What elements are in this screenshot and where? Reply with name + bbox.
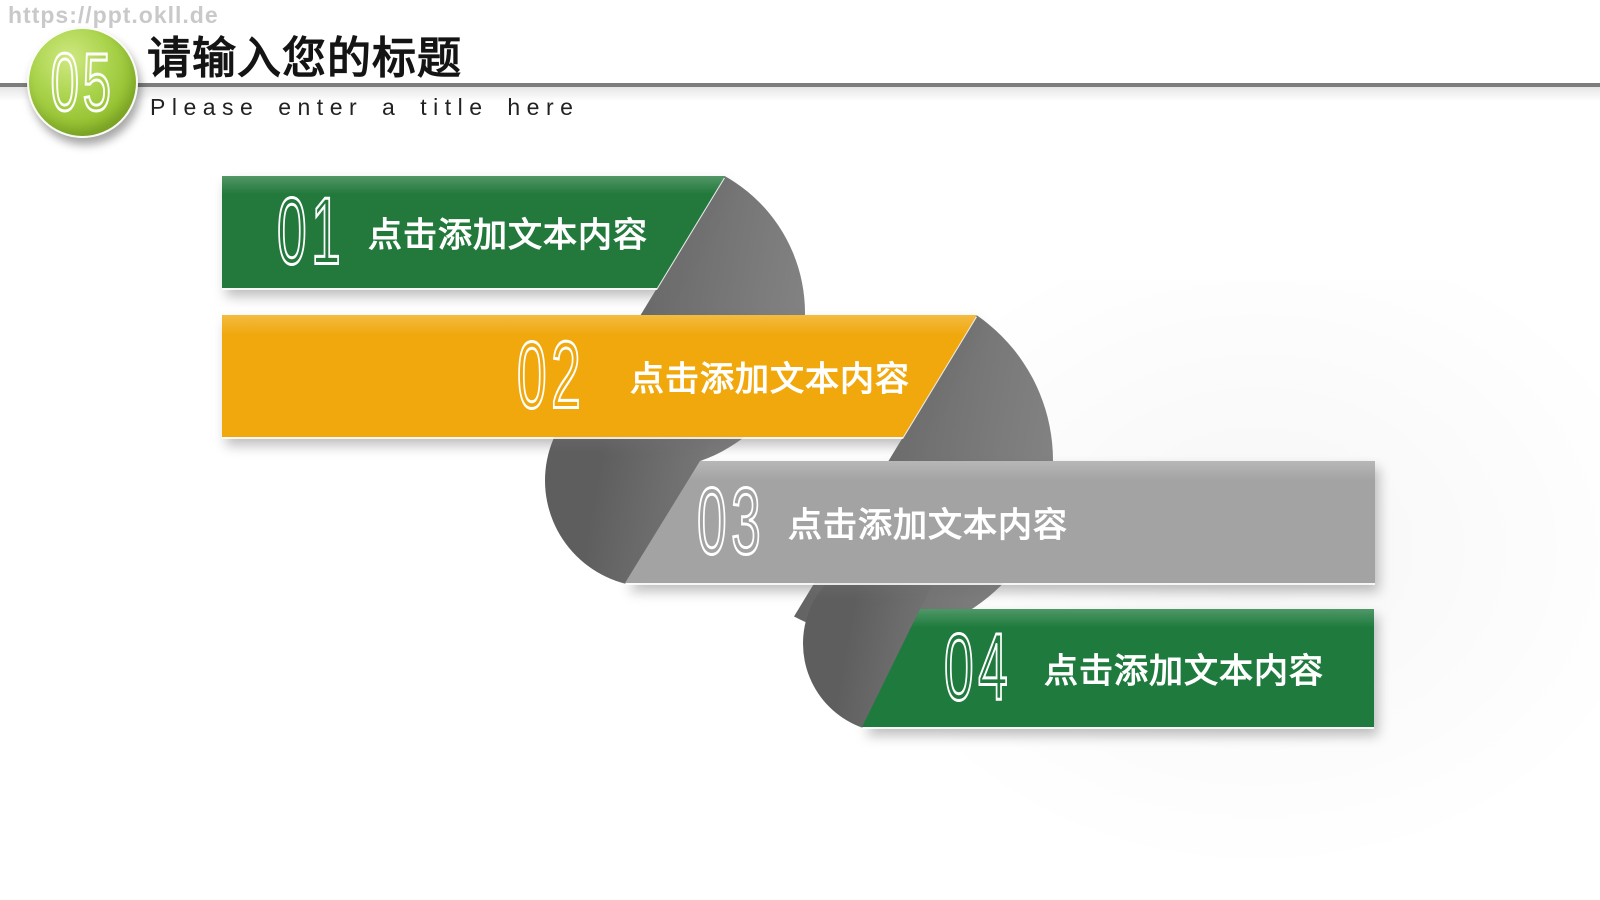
item-number: 04 <box>943 614 1013 721</box>
divider-line <box>0 83 1600 87</box>
banner-top-highlight <box>222 315 977 437</box>
banner-01[interactable]: 01 点击添加文本内容 <box>222 176 725 288</box>
banner-top-highlight <box>222 176 725 288</box>
divider-shadow <box>0 87 1600 101</box>
section-number: 05 <box>50 36 115 128</box>
watermark: https://ppt.okll.de <box>8 2 219 28</box>
page-title[interactable]: 请输入您的标题 <box>147 34 462 83</box>
item-label[interactable]: 点击添加文本内容 <box>1044 652 1324 691</box>
section-number-badge: 05 <box>27 27 138 138</box>
list-item-04[interactable]: 04 点击添加文本内容 <box>862 609 1374 727</box>
item-number: 01 <box>277 178 346 285</box>
banner-02[interactable]: 02 点击添加文本内容 <box>222 315 977 437</box>
item-number: 02 <box>517 322 586 429</box>
banner-03[interactable]: 03 点击添加文本内容 <box>625 461 1375 583</box>
item-number: 03 <box>696 468 766 575</box>
list-item-02[interactable]: 02 点击添加文本内容 <box>222 315 977 437</box>
item-label[interactable]: 点击添加文本内容 <box>630 360 910 399</box>
page-subtitle[interactable]: Please enter a title here <box>150 94 580 120</box>
item-label[interactable]: 点击添加文本内容 <box>368 216 648 255</box>
item-label[interactable]: 点击添加文本内容 <box>788 506 1068 545</box>
banner-04[interactable]: 04 点击添加文本内容 <box>862 609 1374 727</box>
list-item-01[interactable]: 01 点击添加文本内容 <box>222 176 725 288</box>
banner-top-highlight <box>862 609 1374 727</box>
list-item-03[interactable]: 03 点击添加文本内容 <box>625 461 1375 583</box>
banner-top-highlight <box>625 461 1375 583</box>
